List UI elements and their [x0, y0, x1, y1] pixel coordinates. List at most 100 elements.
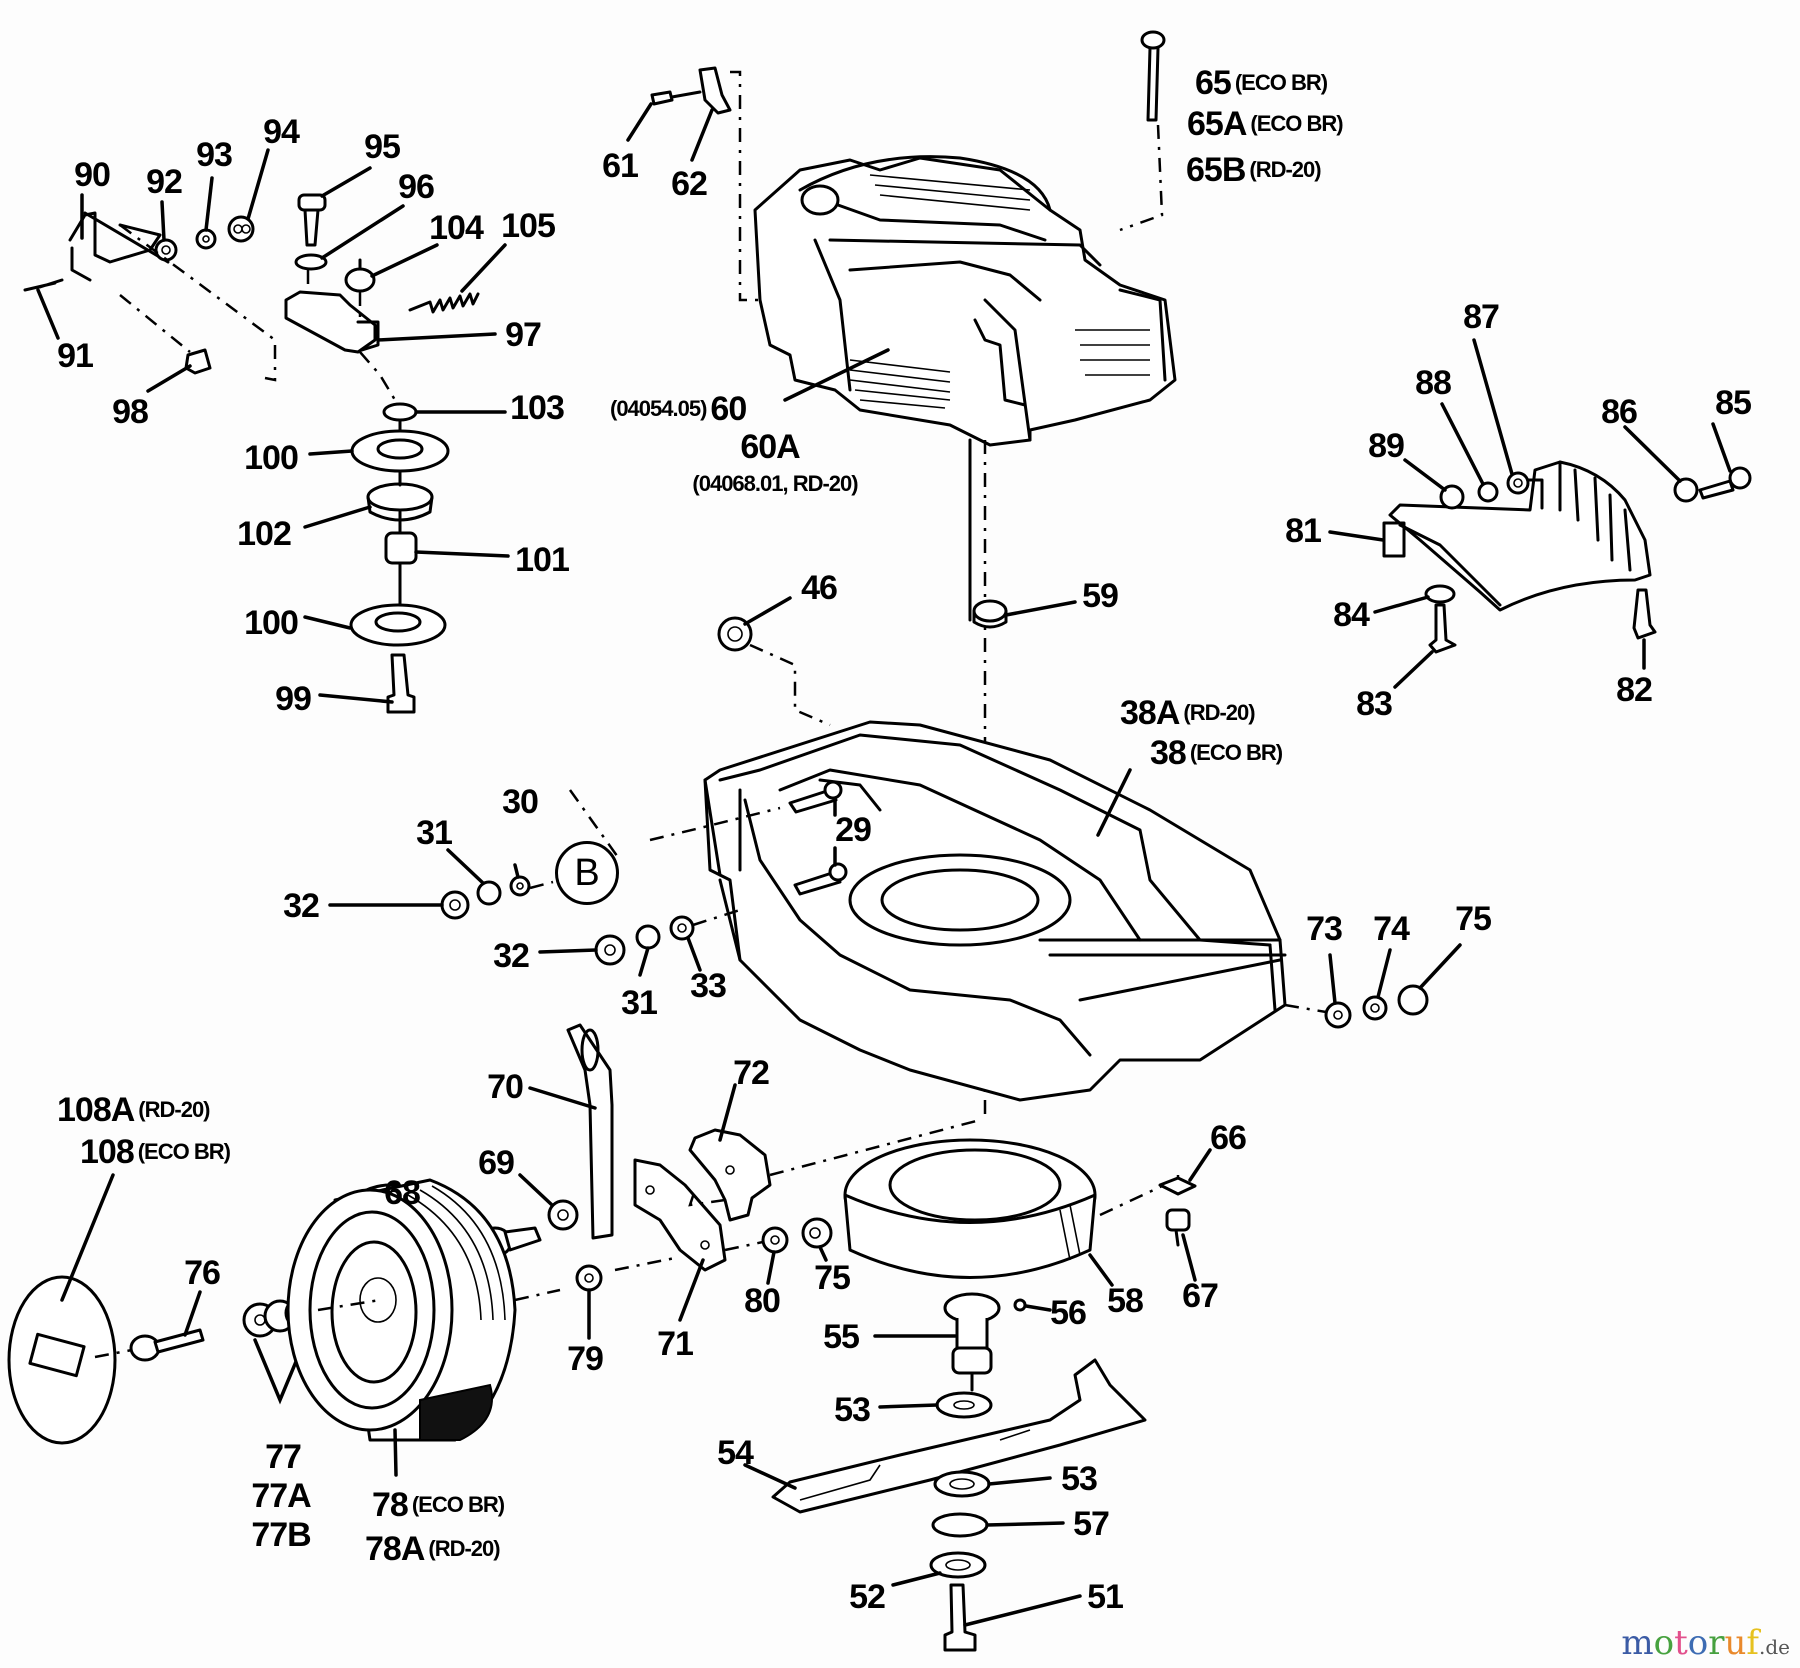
watermark-letter: f	[1746, 1623, 1759, 1663]
label-55: 55	[823, 1318, 860, 1356]
label-99: 99	[275, 680, 312, 718]
nut-75	[1397, 984, 1429, 1016]
washer-30	[509, 875, 531, 897]
detail-marker-b: B	[555, 841, 619, 905]
label-100-bottom: 100	[244, 604, 299, 642]
label-65B: 65B(RD-20)	[1186, 151, 1322, 189]
bolt-99	[386, 653, 416, 714]
label-38A: 38A(RD-20)	[1120, 694, 1256, 732]
watermark-letters: motoruf	[1621, 1623, 1759, 1663]
label-53-upper: 53	[834, 1391, 871, 1429]
washer-31a	[476, 880, 502, 906]
plate-97	[284, 290, 380, 354]
label-108A-variant: (RD-20)	[138, 1097, 210, 1122]
washer-33	[669, 915, 695, 941]
label-78-number: 78	[372, 1486, 409, 1524]
label-32-upper: 32	[283, 887, 320, 925]
label-52: 52	[849, 1578, 886, 1616]
label-97: 97	[505, 316, 542, 354]
label-60-code: (04054.05)	[610, 396, 707, 421]
label-30: 30	[502, 783, 539, 821]
label-59: 59	[1082, 577, 1119, 615]
label-65A-number: 65A	[1187, 105, 1247, 143]
nut-92	[154, 238, 178, 262]
label-86: 86	[1601, 393, 1638, 431]
label-60A-code: (04068.01, RD-20)	[692, 471, 858, 496]
washer-31b	[635, 924, 661, 950]
label-71: 71	[657, 1325, 694, 1363]
bracket-90	[68, 211, 170, 282]
label-93: 93	[196, 136, 233, 174]
label-103: 103	[510, 389, 565, 427]
label-108A-number: 108A	[57, 1091, 135, 1129]
label-77: 77	[265, 1438, 302, 1476]
label-85: 85	[1715, 384, 1752, 422]
label-78-variant: (ECO BR)	[411, 1492, 505, 1517]
watermark-motoruf: motoruf.de	[1621, 1626, 1790, 1660]
label-65-variant: (ECO BR)	[1234, 70, 1328, 95]
label-61: 61	[602, 147, 639, 185]
bracket-71	[633, 1158, 727, 1272]
label-53-lower: 53	[1061, 1460, 1098, 1498]
washer-53-top	[935, 1391, 993, 1419]
label-68: 68	[384, 1174, 421, 1212]
label-65: 65(ECO BR)	[1195, 64, 1328, 102]
engine-60	[753, 155, 1177, 447]
bolt-61	[650, 90, 702, 106]
label-81: 81	[1285, 512, 1322, 550]
label-89: 89	[1368, 427, 1405, 465]
bolt-95	[297, 193, 327, 247]
disc-100-bottom	[349, 603, 447, 647]
label-76: 76	[184, 1254, 221, 1292]
washer-57	[931, 1512, 989, 1538]
label-66: 66	[1210, 1119, 1247, 1157]
label-75-lower: 75	[814, 1259, 851, 1297]
deck-38	[703, 720, 1287, 1102]
label-65B-variant: (RD-20)	[1249, 157, 1321, 182]
watermark-letter: o	[1687, 1623, 1709, 1663]
label-65B-number: 65B	[1186, 151, 1246, 189]
label-79: 79	[567, 1340, 604, 1378]
spring-105	[408, 292, 480, 314]
label-67: 67	[1182, 1277, 1219, 1315]
washer-52	[929, 1551, 987, 1579]
label-38A-number: 38A	[1120, 694, 1180, 732]
label-38: 38(ECO BR)	[1150, 736, 1283, 770]
label-104: 104	[429, 209, 484, 247]
label-72: 72	[733, 1054, 770, 1092]
disc-100-top	[350, 429, 450, 473]
label-31-upper: 31	[416, 814, 453, 852]
label-33: 33	[690, 967, 727, 1005]
label-77A: 77A	[251, 1477, 311, 1515]
label-83: 83	[1356, 685, 1393, 723]
label-65-number: 65	[1195, 64, 1232, 102]
label-78A-variant: (RD-20)	[428, 1536, 500, 1561]
pin-91	[23, 278, 64, 292]
blade-54	[771, 1358, 1147, 1514]
watermark-letter: m	[1621, 1623, 1654, 1663]
label-38A-variant: (RD-20)	[1183, 700, 1255, 725]
label-29: 29	[835, 811, 872, 849]
label-74: 74	[1373, 910, 1410, 948]
label-54: 54	[717, 1434, 754, 1472]
dipstick-65	[1140, 30, 1166, 122]
label-60: (04054.05)60	[610, 392, 747, 426]
label-101: 101	[515, 541, 570, 579]
label-100-top: 100	[244, 439, 299, 477]
pin-56	[1013, 1298, 1027, 1312]
label-60A: 60A	[740, 428, 800, 466]
label-65A-variant: (ECO BR)	[1250, 111, 1343, 136]
bushing-101	[384, 531, 418, 565]
nut-98	[184, 348, 212, 375]
bolt-76	[129, 1328, 205, 1362]
hubcap-108	[7, 1275, 117, 1445]
label-108A: 108A(RD-20)	[57, 1091, 211, 1129]
label-87: 87	[1463, 298, 1500, 336]
nut-67	[1165, 1208, 1191, 1247]
washer-96	[294, 253, 328, 271]
washer-80	[761, 1226, 789, 1254]
label-78A-number: 78A	[365, 1530, 425, 1568]
washer-74	[1362, 995, 1388, 1021]
label-108: 108(ECO BR)	[80, 1135, 231, 1169]
